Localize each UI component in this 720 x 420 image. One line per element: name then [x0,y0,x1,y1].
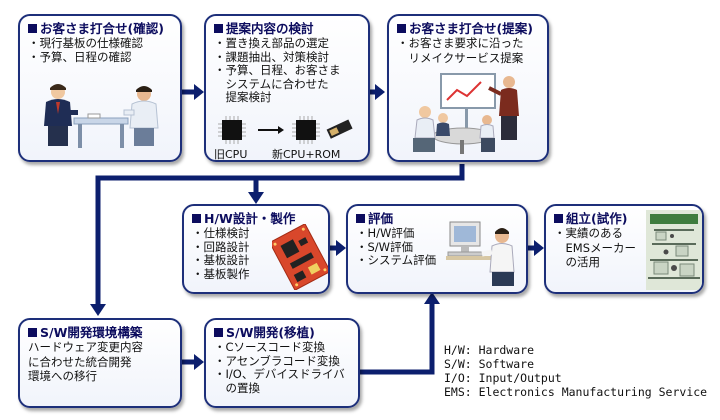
factory-line-illustration [646,210,702,290]
review-item-5: 提案検討 [214,90,272,104]
proposal-line-2: リメイクサービス提案 [397,50,524,65]
step-proposal-review: 提案内容の検討 ・置き換え部品の選定 ・課題抽出、対策検討 ・予算、日程、お客さ… [204,14,370,162]
assembly-line-1: ・実績のある [554,226,623,240]
hw-item-3: ・基板設計 [192,253,250,267]
step-sw-environment: S/W開発環境構築 ハードウェア変更内容 に合わせた統合開発 環境への移行 [18,318,182,408]
title-square-icon [554,214,563,223]
review-item-3: ・予算、日程、お客さま [214,63,341,77]
swdev-item-2: ・アセンブラコード変換 [214,353,340,368]
legend-item-hw: H/W: Hardware [444,343,535,357]
arrowhead-to-swenv [90,304,106,316]
old-cpu-label: 旧CPU [214,148,248,161]
new-cpu-label: 新CPU+ROM [272,148,341,161]
assembly-line-3: の活用 [554,255,600,269]
step-proposal-meeting: お客さま打合せ(提案) ・お客さま要求に沿った リメイクサービス提案 [387,14,549,162]
swdev-item-4: の置換 [214,380,260,395]
proposal-line-1: ・お客さま要求に沿った [397,36,524,50]
computer-user-illustration [446,221,515,286]
step-swenv-title: S/W開発環境構築 [28,325,174,340]
hw-item-2: ・回路設計 [192,239,250,254]
title-square-icon [214,328,223,337]
arrowhead-swdev-eval [424,292,440,304]
step-swdev-title: S/W開発(移植) [214,325,352,340]
presentation-illustration [413,73,519,154]
hw-item-1: ・仕様検討 [192,226,250,240]
legend-item-io: I/O: Input/Output [444,371,562,385]
eval-item-1: ・H/W評価 [356,226,415,240]
arrowhead-confirm-review [194,84,204,100]
swdev-item-3: ・I/O、デバイスドライバ [214,367,345,381]
step-assembly-title: 組立(試作) [554,211,696,226]
step-assembly: 組立(試作) ・実績のある EMSメーカー の活用 [544,204,704,294]
step-confirm-meeting: お客さま打合せ(確認) ・現行基板の仕様確認 ・予算、日程の確認 [18,14,182,162]
hw-item-4: ・基板製作 [192,266,250,281]
step-hw-title: H/W設計・製作 [192,211,322,226]
legend-item-ems: EMS: Electronics Manufacturing Service [444,385,708,399]
title-square-icon [28,328,37,337]
assembly-line-2: EMSメーカー [554,240,636,255]
title-square-icon [192,214,201,223]
step-hw-design: H/W設計・製作 ・仕様検討 ・回路設計 ・基板設計 ・基板製作 [182,204,330,294]
step-review-title: 提案内容の検討 [214,21,362,36]
swenv-line-1: ハードウェア変更内容 [28,340,143,354]
title-square-icon [28,24,37,33]
swenv-line-2: に合わせた統合開発 [28,354,132,369]
cpu-replacement-illustration [218,116,353,144]
arrowhead-hw-eval [336,240,346,256]
review-item-4: システムに合わせた [214,76,329,91]
arrowhead-review-proposal [375,84,385,100]
circuit-board-icon [272,224,328,290]
review-item-2: ・課題抽出、対策検討 [214,49,329,64]
step-evaluation: 評価 ・H/W評価 ・S/W評価 ・システム評価 [346,204,528,294]
swenv-line-3: 環境への移行 [28,369,97,383]
step-eval-title: 評価 [356,211,520,226]
confirm-item-1: ・現行基板の仕様確認 [28,36,143,50]
arrow-proposal-to-hw [253,164,465,194]
review-item-1: ・置き換え部品の選定 [214,36,329,50]
title-square-icon [356,214,365,223]
arrowhead-to-hw [248,192,264,204]
arrow-swdev-to-eval [360,302,435,375]
title-square-icon [214,24,223,33]
abbreviation-legend: H/W: Hardware S/W: Software I/O: Input/O… [444,343,707,399]
step-proposal-title: お客さま打合せ(提案) [397,21,541,36]
eval-item-3: ・システム評価 [356,253,437,267]
eval-item-2: ・S/W評価 [356,239,414,254]
arrowhead-swenv-swdev [194,354,204,370]
legend-item-sw: S/W: Software [444,357,535,371]
step-sw-development: S/W開発(移植) ・Cソースコード変換 ・アセンブラコード変換 ・I/O、デバ… [204,318,360,408]
swdev-item-1: ・Cソースコード変換 [214,340,325,354]
confirm-item-2: ・予算、日程の確認 [28,49,132,64]
title-square-icon [397,24,406,33]
arrow-proposal-to-swenv [95,175,256,306]
arrowhead-eval-assembly [534,240,544,256]
meeting-illustration [44,84,159,148]
step-confirm-title: お客さま打合せ(確認) [28,21,174,36]
